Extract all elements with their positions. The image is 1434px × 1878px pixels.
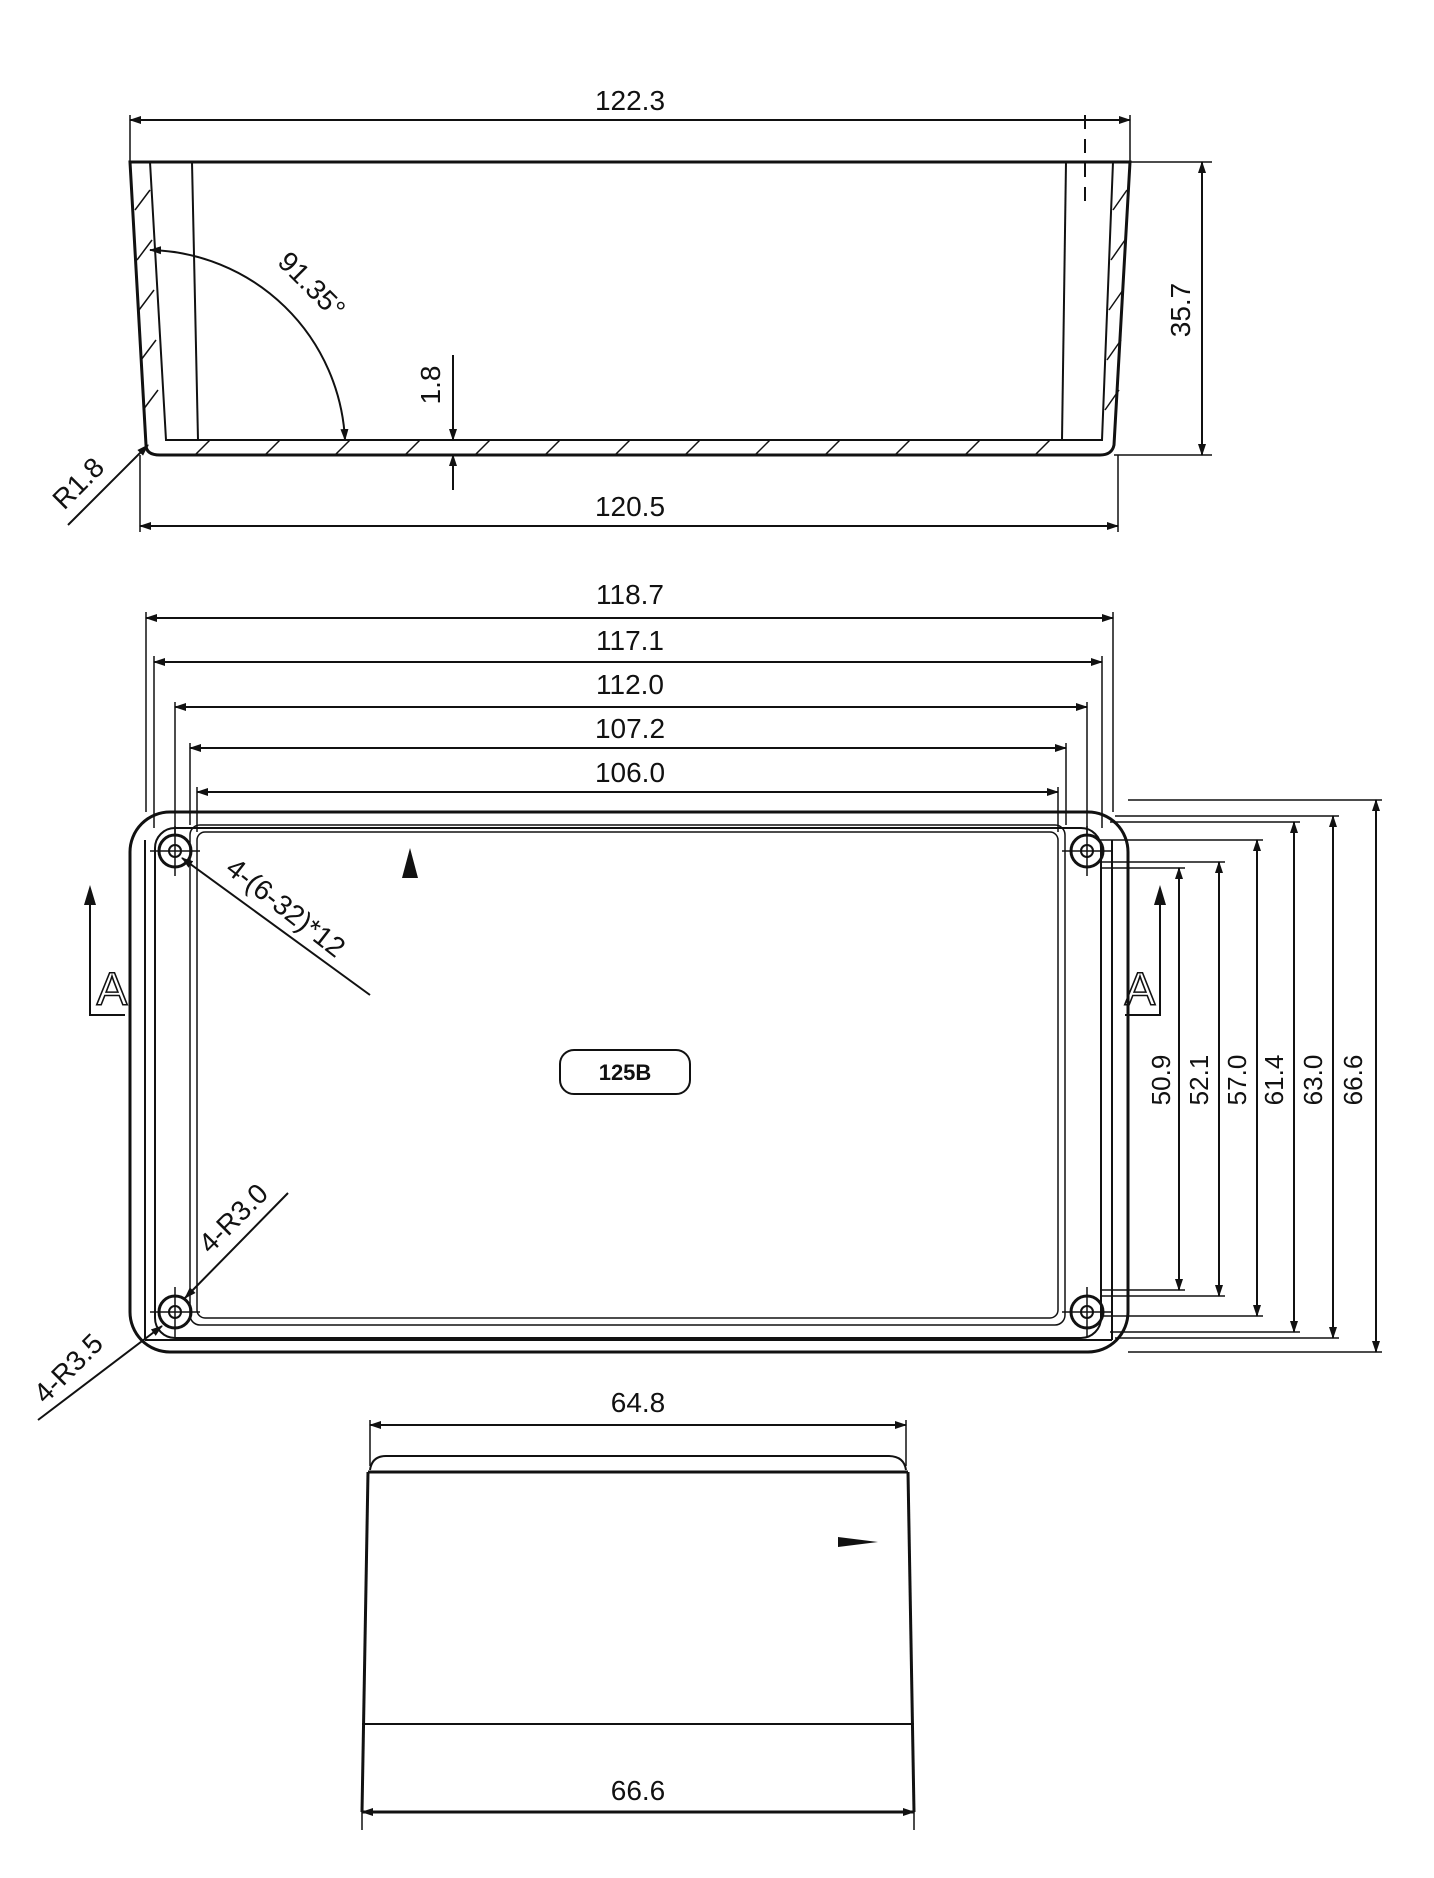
model-label: 125B — [599, 1060, 652, 1085]
dim-width-4: 107.2 — [595, 713, 665, 744]
top-view: 118.7 117.1 112.0 107.2 106.0 50.9 52.1 … — [28, 579, 1382, 1421]
dim-corner-radius: R1.8 — [46, 451, 110, 515]
dim-height-5: 63.0 — [1298, 1055, 1328, 1106]
dim-height-6: 66.6 — [1338, 1055, 1368, 1106]
wall-hatching — [134, 189, 1128, 456]
dim-height-1: 50.9 — [1146, 1055, 1176, 1106]
dim-height: 35.7 — [1165, 283, 1196, 338]
dim-wall-thickness: 1.8 — [415, 366, 446, 405]
svg-text:A: A — [97, 963, 128, 1015]
dim-width-2: 117.1 — [596, 625, 664, 656]
dim-width-1: 118.7 — [596, 579, 664, 610]
orientation-mark-icon — [402, 848, 418, 878]
dim-width-3: 112.0 — [596, 669, 664, 700]
dim-bottom-length: 120.5 — [595, 491, 665, 522]
dim-draft-angle: 91.35° — [272, 246, 351, 325]
end-view: 64.8 66.6 — [360, 1387, 916, 1830]
screw-note: 4-(6-32)*12 — [220, 852, 351, 964]
model-label-box — [559, 1049, 691, 1095]
dim-height-4: 61.4 — [1259, 1055, 1289, 1106]
side-view: 122.3 120.5 35.7 1.8 91.35° R1.8 — [46, 85, 1212, 532]
svg-text:A: A — [1125, 963, 1156, 1015]
orientation-mark-end-icon — [838, 1537, 878, 1547]
section-marker-right: A — [1124, 885, 1166, 1016]
screw-hole-bl — [150, 1287, 200, 1337]
dim-overall-length: 122.3 — [595, 85, 665, 116]
dim-height-3: 57.0 — [1222, 1055, 1252, 1106]
dim-height-2: 52.1 — [1184, 1055, 1214, 1106]
screw-hole-br — [1062, 1287, 1112, 1337]
dim-width-5: 106.0 — [595, 757, 665, 788]
dim-bottom-width: 66.6 — [611, 1775, 666, 1806]
section-marker-left: A — [84, 885, 128, 1016]
dim-top-width: 64.8 — [611, 1387, 666, 1418]
dim-inner-radius: 4-R3.0 — [193, 1178, 274, 1259]
